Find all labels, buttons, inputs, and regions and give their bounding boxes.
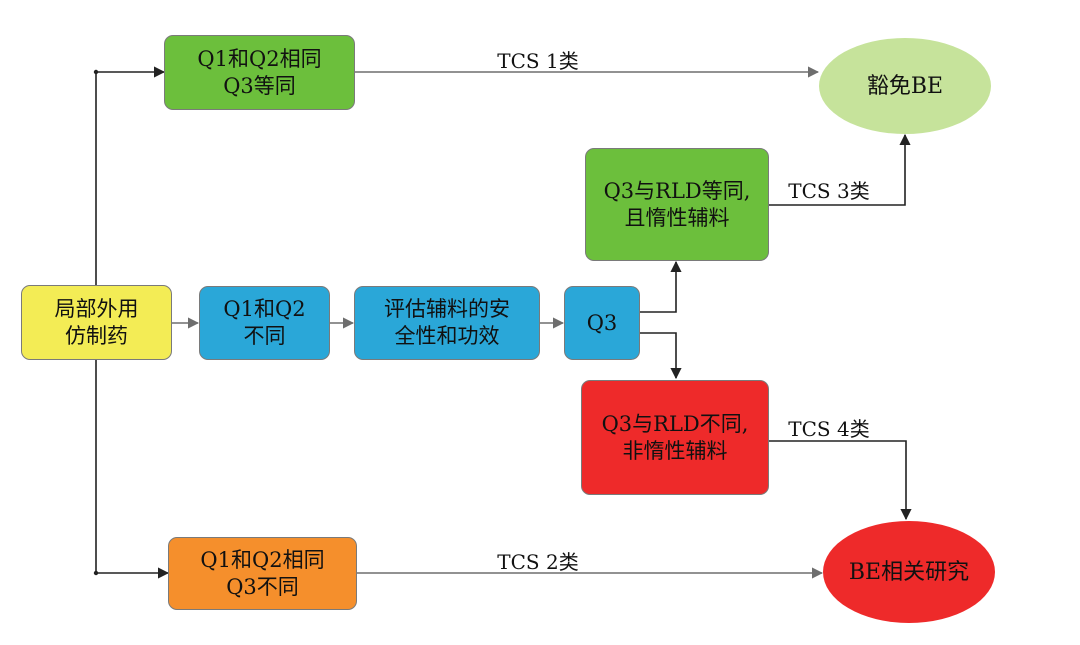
- node-q3-rld-equiv: Q3与RLD等同, 且惰性辅料: [585, 148, 769, 261]
- node-q3-rld-diff-line2: 非惰性辅料: [622, 438, 728, 463]
- node-q1q2-same-q3-diff: Q1和Q2相同 Q3不同: [168, 537, 357, 610]
- node-eval-safety-line2: 全性和功效: [394, 324, 500, 348]
- node-waiver: 豁免BE: [819, 38, 991, 134]
- node-start: 局部外用 仿制药: [21, 285, 172, 360]
- node-be-study-label: BE相关研究: [848, 559, 970, 585]
- node-q3: Q3: [564, 286, 640, 360]
- node-q1q2-diff: Q1和Q2 不同: [199, 286, 330, 360]
- edge-label-tcs1: TCS 1类: [497, 49, 579, 73]
- edge-label-tcs4: TCS 4类: [788, 417, 870, 441]
- node-q3-rld-equiv-line1: Q3与RLD等同,: [603, 178, 751, 203]
- arrow-tcs4: [769, 440, 912, 521]
- node-q1q2-same-q3-equiv-line2: Q3等同: [223, 73, 296, 98]
- edge-label-tcs2: TCS 2类: [497, 550, 579, 574]
- node-start-line1: 局部外用: [54, 296, 139, 321]
- node-be-study: BE相关研究: [823, 521, 995, 623]
- node-q3-label: Q3: [586, 310, 618, 335]
- arrow-q3-to-equiv: [640, 260, 682, 313]
- arrow-q3-to-diff: [640, 332, 682, 380]
- node-q1q2-same-q3-equiv: Q1和Q2相同 Q3等同: [164, 35, 355, 110]
- node-eval-safety-line1: 评估辅料的安: [384, 297, 510, 321]
- edge-label-tcs3: TCS 3类: [788, 179, 870, 203]
- node-q1q2-same-q3-diff-line2: Q3不同: [226, 574, 299, 599]
- node-waiver-label: 豁免BE: [866, 73, 944, 99]
- node-q3-rld-equiv-line2: 且惰性辅料: [624, 205, 730, 230]
- node-q1q2-same-q3-equiv-line1: Q1和Q2相同: [197, 46, 322, 71]
- node-q3-rld-diff-line1: Q3与RLD不同,: [601, 411, 749, 436]
- arrow-tcs3: [769, 133, 911, 206]
- node-q3-rld-diff: Q3与RLD不同, 非惰性辅料: [581, 380, 769, 495]
- node-q1q2-diff-line2: 不同: [243, 324, 286, 348]
- node-q1q2-diff-line1: Q1和Q2: [223, 297, 306, 321]
- node-q1q2-same-q3-diff-line1: Q1和Q2相同: [200, 547, 325, 572]
- node-eval-safety: 评估辅料的安 全性和功效: [354, 286, 540, 360]
- node-start-line2: 仿制药: [65, 323, 128, 348]
